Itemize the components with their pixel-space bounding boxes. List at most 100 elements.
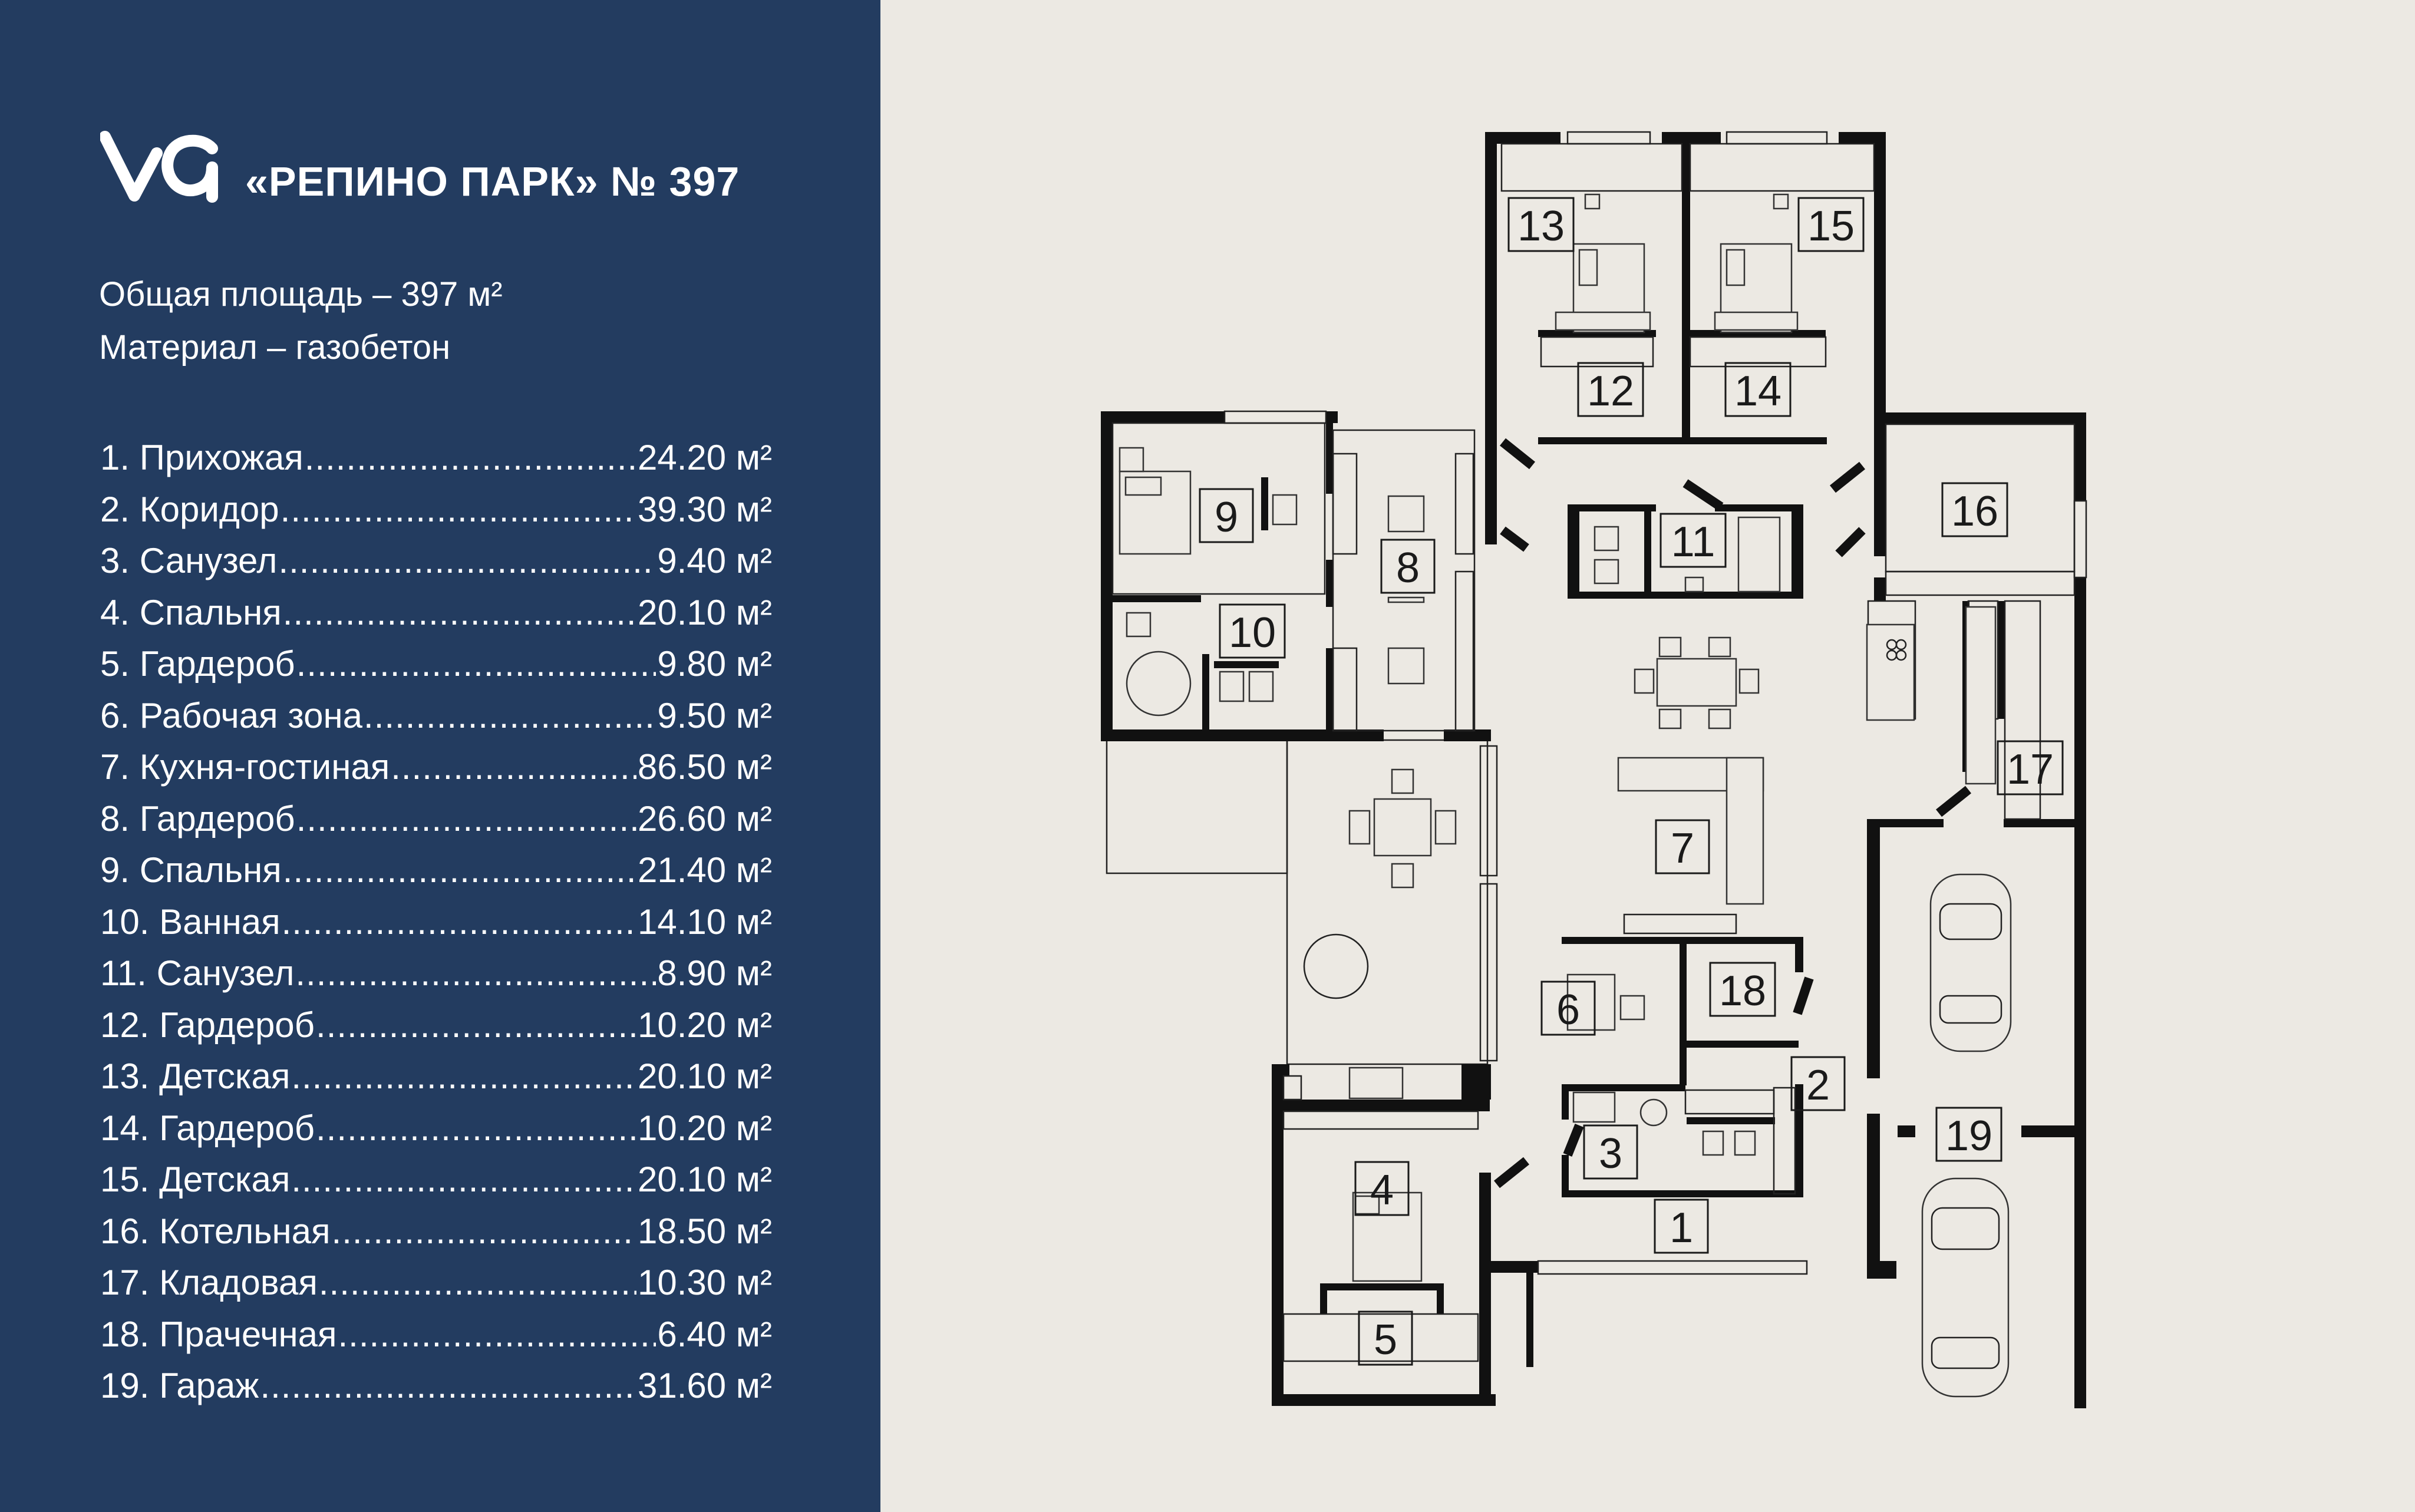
room-area: 8.90 м² — [657, 953, 772, 993]
leader-dots — [305, 437, 636, 478]
svg-text:13: 13 — [1517, 203, 1565, 250]
svg-text:5: 5 — [1374, 1316, 1397, 1364]
leader-dots — [260, 1365, 636, 1406]
room-area: 10.20 м² — [637, 1108, 772, 1148]
room-label-4: 4 — [1354, 1161, 1410, 1216]
leader-dots — [283, 850, 636, 890]
leader-dots — [281, 489, 636, 530]
svg-text:3: 3 — [1599, 1130, 1622, 1177]
leader-dots — [316, 1005, 636, 1045]
list-item: 19. Гараж 31.60 м² — [100, 1365, 772, 1417]
room-label-5: 5 — [1358, 1310, 1413, 1366]
list-item: 2. Коридор39.30 м² — [100, 489, 772, 541]
svg-text:9: 9 — [1215, 494, 1238, 541]
room-name: 3. Санузел — [100, 541, 278, 580]
room-area: 26.60 м² — [637, 798, 772, 838]
dining-table-icon — [1656, 658, 1737, 707]
room-label-9: 9 — [1199, 488, 1254, 543]
room-label-2: 2 — [1790, 1056, 1846, 1111]
total-area-spec: Общая площадь – 397 м² — [99, 275, 503, 313]
svg-text:18: 18 — [1719, 968, 1766, 1015]
svg-text:8: 8 — [1396, 544, 1420, 592]
room-name: 16. Котельная — [100, 1211, 331, 1251]
material-spec: Материал – газобетон — [99, 328, 451, 367]
bathtub-icon — [1126, 651, 1192, 717]
room-label-18: 18 — [1709, 962, 1776, 1017]
leader-dots — [296, 643, 656, 684]
leader-dots — [278, 540, 656, 581]
room-name: 4. Спальня — [100, 592, 282, 632]
leader-dots — [319, 1262, 636, 1303]
list-item: 5. Гардероб9.80 м² — [100, 643, 772, 695]
svg-text:15: 15 — [1807, 203, 1855, 250]
room-name: 1. Прихожая — [100, 438, 303, 477]
room-area: 20.10 м² — [637, 592, 772, 632]
room-label-17: 17 — [1997, 740, 2064, 795]
list-item: 17. Кладовая10.30 м² — [100, 1262, 772, 1314]
car-icon — [1929, 873, 2012, 1052]
room-area: 9.50 м² — [657, 695, 772, 735]
svg-text:17: 17 — [2007, 746, 2054, 793]
room-name: 15. Детская — [100, 1160, 291, 1199]
room-name: 8. Гардероб — [100, 798, 295, 838]
room-label-12: 12 — [1577, 362, 1644, 417]
list-item: 7. Кухня-гостиная86.50 м² — [100, 747, 772, 798]
doors — [1494, 438, 1971, 1189]
room-area: 20.10 м² — [637, 1057, 772, 1096]
room-name: 19. Гараж — [100, 1366, 259, 1405]
list-item: 15. Детская20.10 м² — [100, 1159, 772, 1211]
room-name: 9. Спальня — [100, 850, 282, 890]
floor-plan: 1 2 3 4 5 6 7 8 9 10 11 12 13 14 15 16 1… — [1101, 131, 2087, 1408]
leader-dots — [282, 902, 636, 942]
list-item: 12. Гардероб10.20 м² — [100, 1005, 772, 1057]
info-panel: «РЕПИНО ПАРК» № 397 Общая площадь – 397 … — [0, 0, 880, 1512]
room-label-1: 1 — [1654, 1199, 1709, 1254]
leader-dots — [391, 747, 636, 787]
terrace — [1106, 739, 1498, 1065]
brand-logo — [100, 131, 218, 203]
svg-text:2: 2 — [1806, 1062, 1830, 1109]
list-item: 9. Спальня 21.40 м² — [100, 850, 772, 902]
leader-dots — [295, 953, 656, 993]
leader-dots — [283, 592, 636, 633]
list-item: 13. Детская 20.10 м² — [100, 1056, 772, 1108]
room-area: 24.20 м² — [637, 438, 772, 477]
svg-text:7: 7 — [1671, 825, 1694, 872]
svg-text:19: 19 — [1945, 1112, 1992, 1160]
room-name: 13. Детская — [100, 1057, 291, 1096]
svg-text:10: 10 — [1229, 609, 1276, 656]
room-label-10: 10 — [1219, 603, 1286, 659]
fireplace-icon — [1348, 1067, 1404, 1100]
svg-text:14: 14 — [1734, 368, 1781, 415]
room-label-3: 3 — [1583, 1124, 1638, 1180]
leader-dots — [291, 1056, 636, 1097]
list-item: 1. Прихожая 24.20 м² — [100, 437, 772, 489]
list-item: 14. Гардероб 10.20 м² — [100, 1108, 772, 1160]
room-area: 86.50 м² — [637, 747, 772, 787]
list-item: 8. Гардероб 26.60 м² — [100, 798, 772, 850]
room-label-16: 16 — [1941, 482, 2008, 537]
leader-dots — [332, 1211, 636, 1252]
room-name: 14. Гардероб — [100, 1108, 315, 1148]
room-area: 31.60 м² — [637, 1366, 772, 1405]
list-item: 3. Санузел9.40 м² — [100, 540, 772, 592]
room-area: 18.50 м² — [637, 1211, 772, 1251]
room-label-13: 13 — [1507, 197, 1575, 252]
list-item: 10. Ванная14.10 м² — [100, 902, 772, 953]
room-label-6: 6 — [1540, 981, 1596, 1036]
project-title: «РЕПИНО ПАРК» № 397 — [245, 159, 740, 204]
room-area: 14.10 м² — [637, 902, 772, 942]
room-area: 9.80 м² — [657, 644, 772, 684]
svg-text:16: 16 — [1951, 488, 1998, 535]
list-item: 18. Прачечная 6.40 м² — [100, 1314, 772, 1366]
room-label-7: 7 — [1655, 819, 1710, 874]
room-labels: 1 2 3 4 5 6 7 8 9 10 11 12 13 14 15 16 1… — [1199, 197, 2064, 1366]
room-area: 21.40 м² — [637, 850, 772, 890]
room-list: 1. Прихожая 24.20 м² 2. Коридор39.30 м² 3… — [100, 437, 772, 1417]
leader-dots — [364, 695, 656, 736]
room-name: 6. Рабочая зона — [100, 695, 363, 735]
room-name: 18. Прачечная — [100, 1314, 337, 1354]
room-area: 6.40 м² — [657, 1314, 772, 1354]
room-area: 10.30 м² — [637, 1263, 772, 1302]
svg-text:12: 12 — [1587, 368, 1634, 415]
